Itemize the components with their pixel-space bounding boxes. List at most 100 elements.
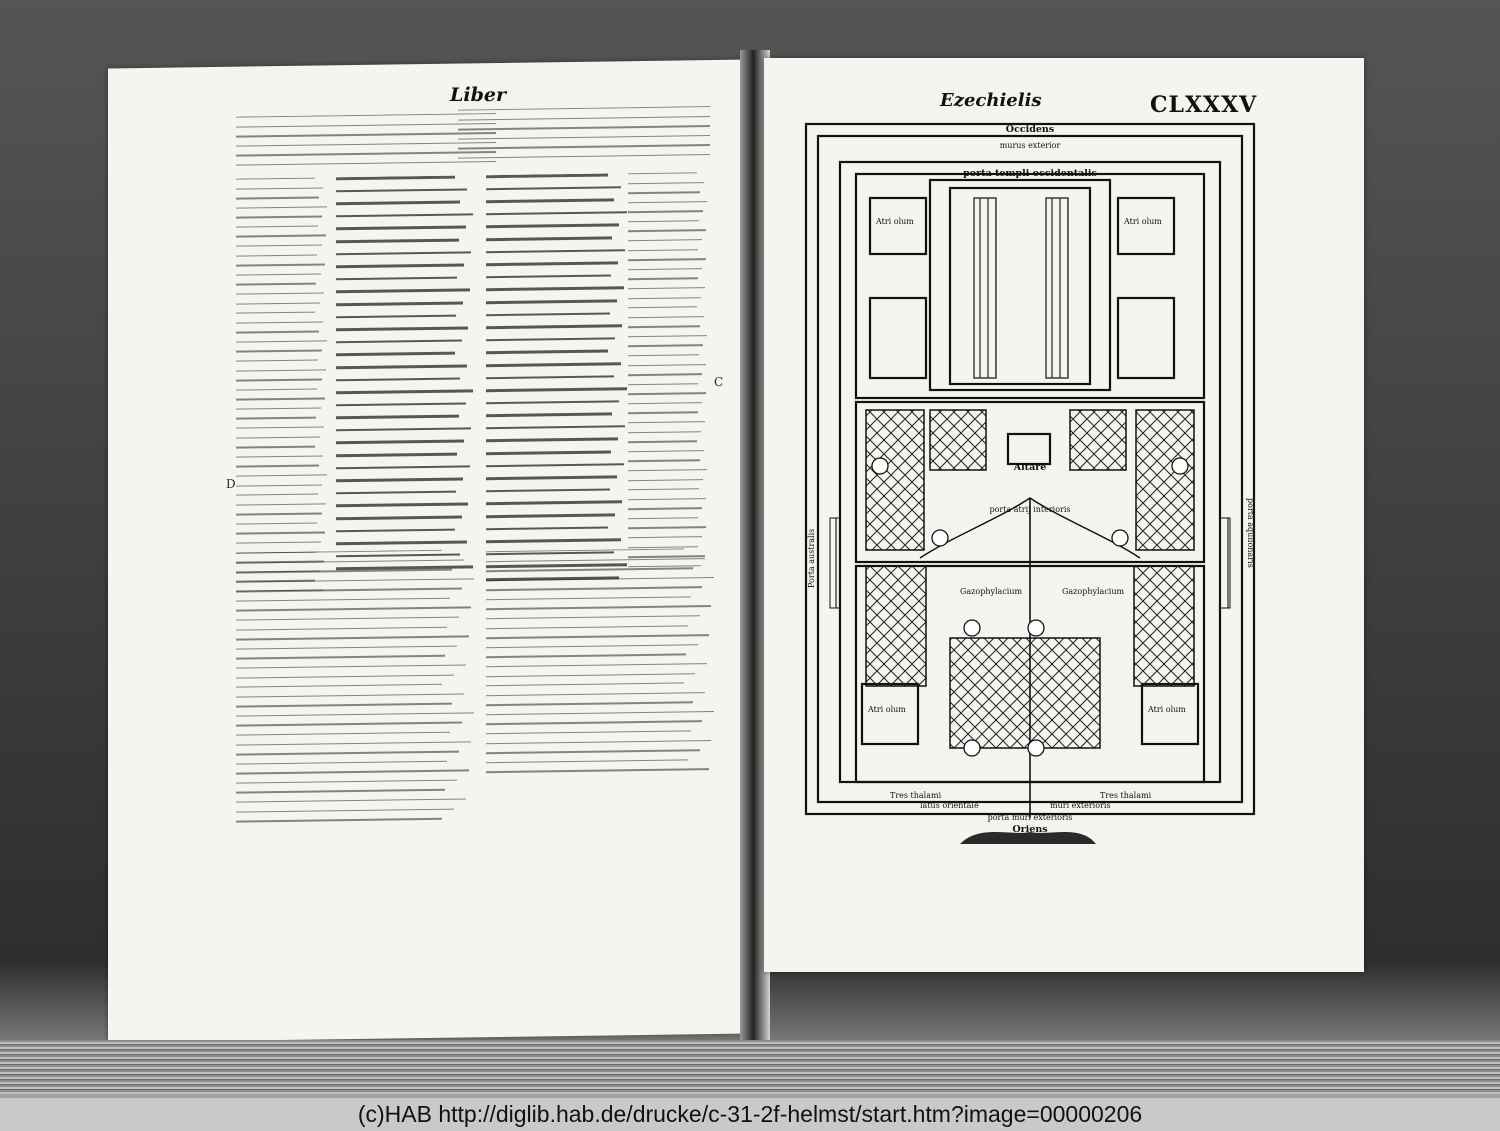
text-line [486, 488, 610, 493]
text-line [486, 374, 614, 380]
label-altare: Altare [1013, 462, 1047, 473]
text-line [236, 292, 325, 296]
text-line [336, 250, 472, 256]
text-line [236, 464, 319, 468]
text-line [486, 567, 693, 572]
text-line [628, 210, 704, 213]
left-page: C D [108, 59, 748, 1043]
text-line [628, 172, 697, 175]
left-page-running-head: Liber [450, 84, 506, 106]
text-line [236, 798, 467, 804]
text-line [236, 455, 324, 458]
text-line [236, 760, 448, 765]
left-page-top-gloss [236, 113, 496, 177]
text-line [336, 490, 457, 495]
folio-number: CLXXXV [1150, 92, 1258, 118]
text-line [486, 311, 610, 317]
text-line [336, 465, 470, 470]
text-line [486, 299, 617, 304]
text-line [628, 344, 704, 348]
text-line [486, 710, 714, 716]
text-line [486, 261, 619, 266]
text-line [236, 721, 462, 727]
text-line [236, 330, 319, 334]
text-line [486, 720, 703, 725]
text-line [486, 615, 700, 620]
label-latus-orientale: latus orientale [920, 801, 979, 810]
text-line [236, 531, 326, 535]
text-line [628, 363, 707, 367]
text-line [486, 644, 698, 649]
text-line [236, 578, 474, 583]
text-line [486, 211, 627, 216]
text-line [628, 440, 697, 443]
text-line [628, 306, 697, 309]
text-line [236, 664, 467, 670]
text-line [486, 387, 627, 392]
text-line [628, 334, 708, 338]
left-page-bible-column-2 [486, 173, 628, 595]
text-line [236, 215, 323, 219]
text-line [236, 512, 322, 516]
text-line [236, 493, 318, 497]
text-line [628, 459, 700, 462]
text-line [236, 436, 320, 439]
text-line [628, 248, 699, 252]
text-line [236, 568, 452, 574]
text-line [336, 301, 463, 306]
text-line [628, 449, 704, 453]
text-line [236, 483, 323, 487]
text-line [628, 287, 705, 290]
text-line [486, 475, 617, 481]
text-line [336, 200, 461, 206]
text-line [236, 302, 320, 305]
text-line [628, 497, 707, 501]
text-line [336, 351, 455, 357]
left-page-right-gloss [628, 172, 708, 573]
left-page-bottom-gloss-2 [486, 548, 716, 781]
text-line [486, 324, 623, 329]
text-line [236, 349, 323, 353]
text-line [236, 522, 317, 525]
text-line [336, 188, 468, 193]
text-line [336, 364, 468, 369]
text-line [236, 340, 328, 343]
text-line [236, 321, 324, 324]
text-line [628, 402, 702, 405]
text-line [236, 674, 455, 679]
text-line [236, 769, 469, 775]
left-page-bible-column-1 [336, 175, 474, 585]
text-line [336, 175, 455, 180]
text-line [486, 198, 614, 203]
text-line [486, 337, 616, 342]
text-line [336, 439, 465, 445]
text-line [486, 286, 624, 292]
text-line [236, 378, 322, 382]
text-line [336, 452, 458, 457]
text-line [486, 605, 712, 611]
text-line [486, 538, 621, 544]
text-line [236, 254, 317, 257]
margin-letter-d: D [226, 476, 236, 491]
text-line [486, 526, 609, 531]
text-line [486, 701, 693, 706]
text-line [486, 634, 710, 639]
text-line [628, 181, 704, 185]
text-line [486, 513, 616, 518]
text-line [486, 739, 712, 745]
text-line [236, 655, 445, 660]
text-line [236, 187, 324, 190]
text-line [486, 362, 621, 367]
text-line [486, 586, 703, 591]
text-line [236, 606, 472, 612]
text-line [236, 407, 321, 410]
text-line [486, 185, 621, 191]
text-line [336, 540, 468, 546]
text-line [486, 248, 626, 254]
text-line [628, 517, 699, 520]
text-line [236, 559, 464, 564]
text-line [628, 258, 706, 261]
text-line [236, 206, 328, 209]
text-line [486, 749, 700, 754]
left-page-top-right-gloss [458, 106, 710, 172]
